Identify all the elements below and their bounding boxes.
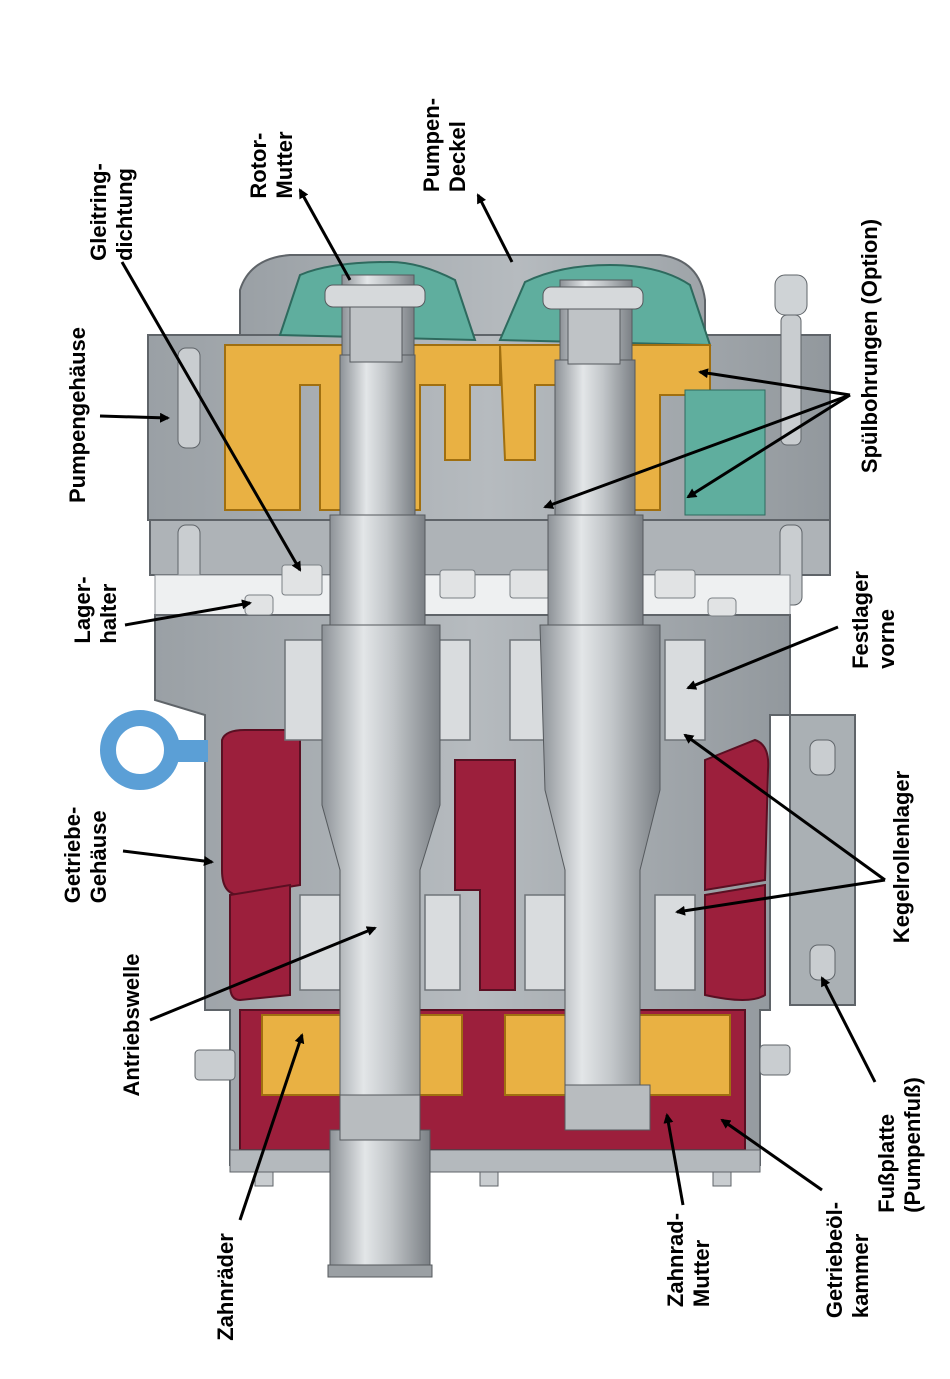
foot-plate (790, 715, 855, 1005)
label-zahnraeder: Zahnräder (213, 1233, 239, 1341)
label-kegelrollenlager: Kegelrollenlager (889, 771, 915, 943)
bottom-plate (230, 1150, 760, 1172)
gear-nut-left (340, 1095, 420, 1140)
label-fussplatte: Fußplatte(Pumpenfuß) (874, 1077, 926, 1213)
gear-housing-insert-left (222, 730, 300, 895)
label-lagerhalter: Lager-halter (70, 576, 122, 643)
label-pumpengehaeuse: Pumpengehäuse (65, 327, 91, 503)
lifting-eye-icon (108, 718, 208, 782)
label-rotor-mutter: Rotor-Mutter (246, 131, 298, 198)
label-pumpen-deckel: Pumpen-Deckel (419, 98, 471, 192)
label-spuelbohrungen: Spülbohrungen (Option) (857, 219, 883, 473)
label-zahnrad-mutter: Zahnrad-Mutter (663, 1213, 715, 1307)
label-getriebe-gehaeuse: Getriebe-Gehäuse (60, 807, 112, 904)
pump-housing-lower (150, 520, 830, 575)
gear-housing-insert-right (705, 740, 768, 890)
bottom-bolts (255, 1172, 731, 1186)
label-getriebeoel-kammer: Getriebeöl-kammer (822, 1202, 874, 1318)
gear-nut-right (565, 1085, 650, 1130)
label-gleitringdichtung: Gleitring-dichtung (86, 163, 138, 261)
label-antriebswelle: Antriebswelle (119, 953, 145, 1096)
